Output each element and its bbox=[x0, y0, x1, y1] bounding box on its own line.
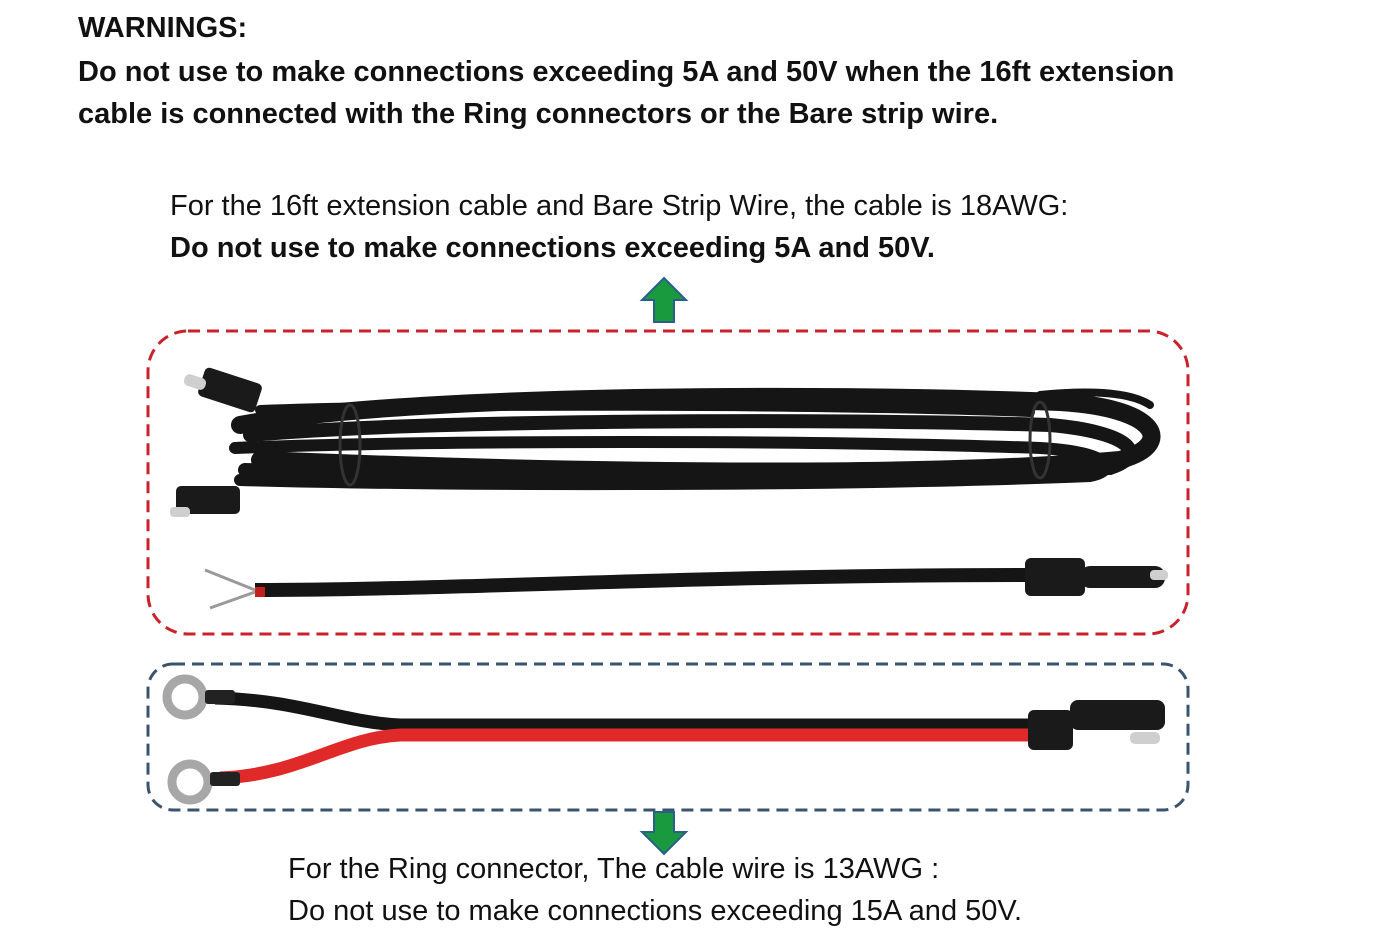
warning-line-1: Do not use to make connections exceeding… bbox=[78, 56, 1175, 88]
warning-title: WARNINGS: bbox=[78, 12, 248, 44]
green-down-arrow-icon bbox=[639, 811, 689, 856]
extension-cable-spec: For the 16ft extension cable and Bare St… bbox=[170, 190, 1069, 222]
warning-line-2: cable is connected with the Ring connect… bbox=[78, 98, 999, 130]
coiled-extension-cable bbox=[229, 387, 1161, 491]
ring-connector-spec: For the Ring connector, The cable wire i… bbox=[288, 853, 940, 885]
cable-ties bbox=[338, 400, 1052, 487]
ring-connector-cable bbox=[162, 674, 1165, 805]
sae-connector-top bbox=[183, 367, 262, 413]
extension-cable-limit: Do not use to make connections exceeding… bbox=[170, 232, 935, 264]
ring-connector-limit: Do not use to make connections exceeding… bbox=[288, 895, 1023, 927]
green-up-arrow-icon bbox=[639, 276, 689, 323]
bare-strip-wire bbox=[204, 558, 1168, 610]
extension-cable-group-box bbox=[146, 329, 1190, 636]
ring-connector-group-box bbox=[146, 662, 1190, 812]
sae-connector-bottom bbox=[170, 486, 240, 517]
